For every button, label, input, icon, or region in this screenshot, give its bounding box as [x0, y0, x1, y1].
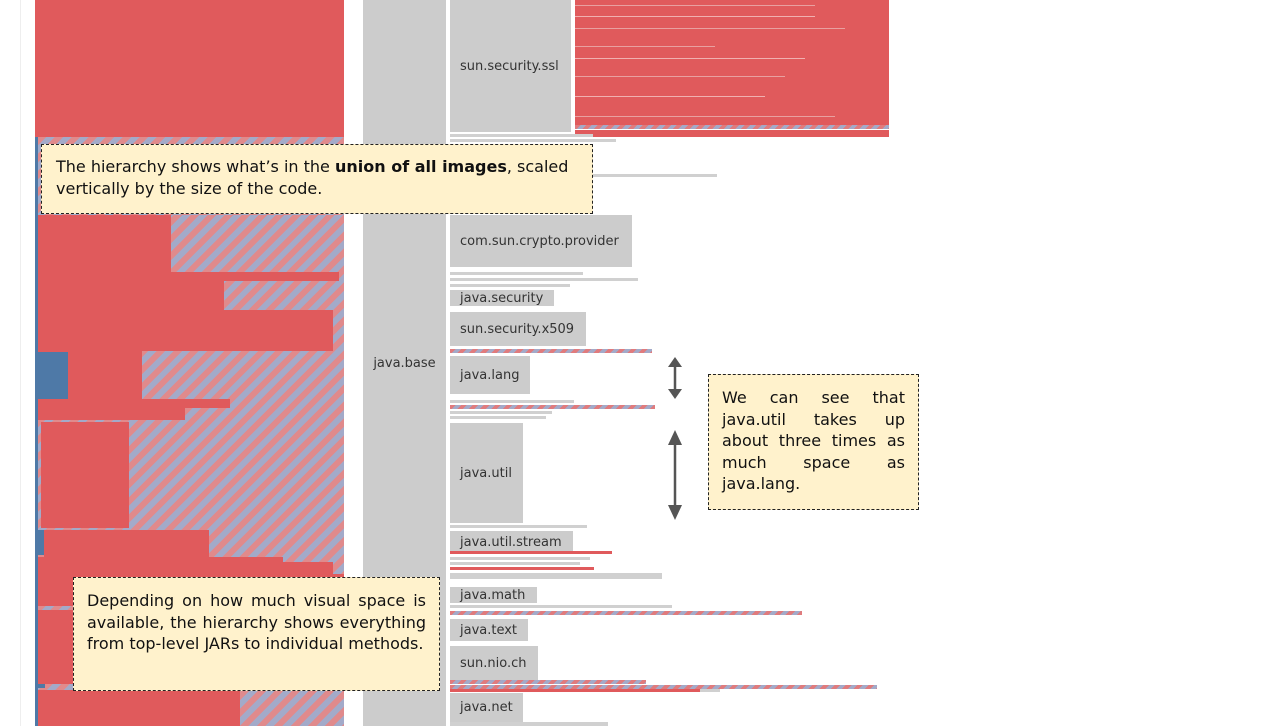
class-bar-hatched: [450, 611, 802, 615]
package-java-net[interactable]: java.net: [450, 693, 523, 722]
callout-text: Depending on how much visual space is av…: [87, 591, 426, 653]
code-block-blue: [35, 530, 44, 555]
class-bar: [593, 174, 717, 177]
class-bar: [450, 557, 590, 560]
class-bar: [450, 573, 662, 579]
class-bar-hatched: [450, 349, 652, 353]
class-bar-red: [450, 567, 594, 570]
class-gap: [575, 5, 815, 6]
class-bar: [450, 278, 638, 281]
package-label: java.security: [460, 290, 544, 306]
package-com-sun-crypto-provider[interactable]: com.sun.crypto.provider: [450, 215, 632, 267]
module-label: java.base: [373, 355, 436, 371]
package-java-math[interactable]: java.math: [450, 587, 537, 603]
java-lang-height-arrow: [668, 357, 682, 399]
code-block: [38, 408, 185, 420]
class-bar: [450, 139, 616, 142]
package-java-util-stream[interactable]: java.util.stream: [450, 531, 573, 553]
class-bar-hatched: [450, 680, 646, 684]
class-bar: [450, 400, 574, 403]
ssl-classes: [575, 0, 889, 137]
class-bar: [450, 722, 608, 726]
code-block: [38, 215, 171, 272]
code-block: [38, 281, 224, 289]
code-block: [41, 422, 129, 528]
callout-union-of-images: The hierarchy shows what’s in the union …: [41, 144, 593, 214]
class-bar: [450, 284, 570, 287]
class-gap: [575, 129, 889, 130]
code-block: [38, 289, 224, 310]
class-gap: [575, 46, 715, 47]
class-gap: [575, 58, 805, 59]
class-bar-hatched: [450, 405, 655, 409]
page-left-border: [20, 0, 21, 726]
package-label: sun.nio.ch: [460, 655, 527, 671]
code-block: [38, 690, 240, 726]
class-bar: [450, 134, 593, 137]
package-label: sun.security.x509: [460, 321, 575, 337]
package-label: sun.security.ssl: [460, 58, 559, 74]
code-block-blue: [35, 352, 68, 399]
class-bar-red: [450, 551, 612, 554]
package-label: java.util: [460, 465, 512, 481]
class-gap: [575, 76, 785, 77]
code-block: [44, 530, 209, 557]
code-block: [35, 0, 344, 137]
code-block: [38, 272, 339, 281]
package-label: java.text: [460, 622, 518, 638]
class-gap: [575, 16, 815, 17]
class-gap: [575, 28, 845, 29]
code-block: [38, 310, 333, 351]
package-label: java.math: [460, 587, 526, 603]
class-bar: [450, 272, 583, 275]
callout-text: We can see that java.util takes up about…: [722, 388, 905, 493]
class-block-hatched: [575, 125, 889, 129]
callout-java-util-size: We can see that java.util takes up about…: [708, 374, 919, 510]
code-block: [38, 562, 333, 574]
package-sun-security-ssl[interactable]: sun.security.ssl: [450, 0, 571, 132]
class-bar: [450, 525, 587, 528]
code-block: [38, 578, 74, 606]
class-gap: [575, 96, 765, 97]
class-bar: [450, 416, 546, 419]
code-block: [38, 574, 344, 578]
callout-hierarchy-depth: Depending on how much visual space is av…: [73, 577, 440, 691]
code-block: [38, 610, 74, 684]
package-sun-security-x509[interactable]: sun.security.x509: [450, 312, 586, 346]
class-bar-red: [450, 689, 700, 692]
package-label: com.sun.crypto.provider: [460, 233, 619, 249]
class-bar: [450, 562, 580, 565]
class-bar-hatched: [450, 685, 877, 689]
package-sun-nio-ch[interactable]: sun.nio.ch: [450, 646, 538, 680]
callout-text: , scaled vertically by the size of the c…: [56, 157, 569, 198]
code-block: [38, 557, 283, 562]
package-label: java.net: [460, 700, 513, 715]
code-block-blue: [35, 137, 38, 726]
package-java-lang[interactable]: java.lang: [450, 356, 530, 394]
size-arrows: [668, 357, 682, 520]
class-bar: [450, 411, 552, 414]
code-block: [38, 399, 230, 408]
package-java-util[interactable]: java.util: [450, 423, 523, 523]
class-block: [575, 0, 889, 137]
class-bar: [450, 605, 672, 608]
package-label: java.lang: [460, 367, 520, 383]
package-java-security[interactable]: java.security: [450, 290, 554, 306]
callout-text-bold: union of all images: [334, 157, 507, 176]
class-bar: [700, 689, 720, 692]
package-java-text[interactable]: java.text: [450, 619, 528, 641]
java-util-height-arrow: [668, 430, 682, 520]
class-gap: [575, 116, 835, 117]
package-label: java.util.stream: [460, 534, 562, 550]
code-block-blue: [35, 684, 45, 688]
callout-text: The hierarchy shows what’s in the: [56, 157, 335, 176]
